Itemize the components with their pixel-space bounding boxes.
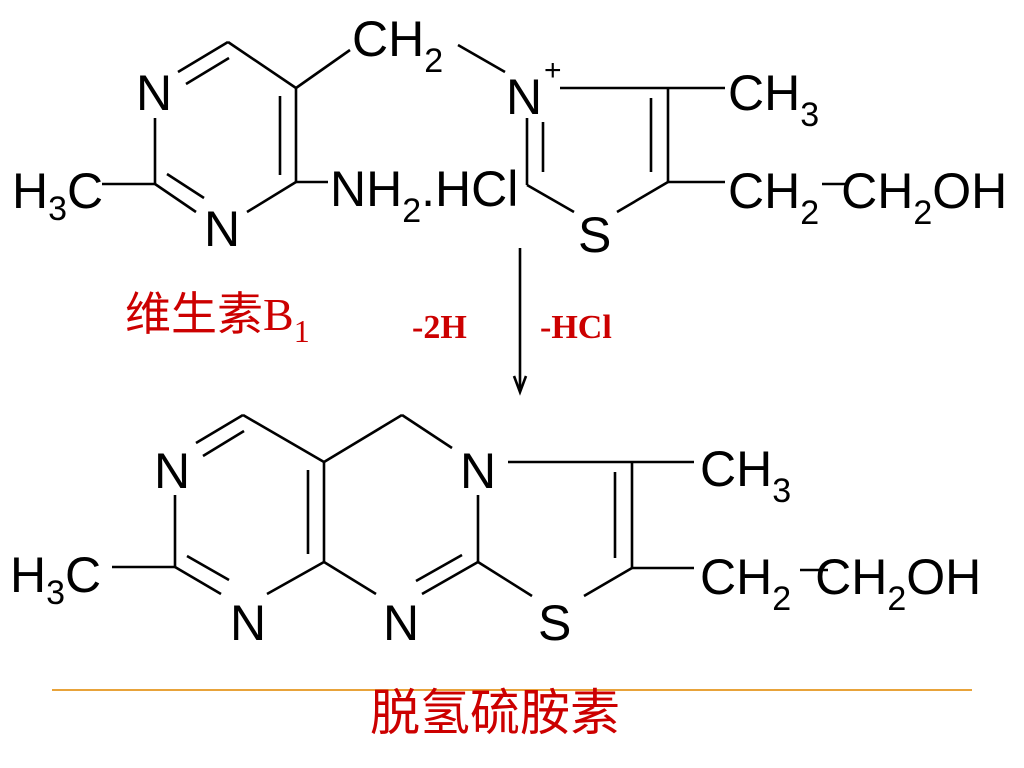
ring-s-bottom: S <box>538 595 571 651</box>
methyl-group-bottom-right: CH3 <box>700 441 791 510</box>
reaction-condition-right: -HCl <box>540 309 612 346</box>
methyl-group-top-right: CH3 <box>728 65 819 134</box>
product-title: 脱氢硫胺素 <box>370 684 620 742</box>
thiazolium-s: S <box>578 207 611 263</box>
reaction-condition-left: -2H <box>412 309 467 346</box>
ch2-bond-top <box>295 48 351 90</box>
methyl-group-top-left: H3C <box>12 163 103 228</box>
thiazolium-n: N <box>506 69 542 125</box>
thiazolium-charge: + <box>544 54 562 87</box>
reaction-arrow <box>512 248 528 396</box>
vitamin-b1-label: 维生素B1 <box>125 287 310 349</box>
ring-n-bottom-left: N <box>230 595 266 651</box>
pyrimidine-n-bottom: N <box>204 201 240 257</box>
ring-n-bottom-middle: N <box>383 595 419 651</box>
ring-n-bridge: N <box>460 443 496 499</box>
ring-n-top-left: N <box>154 443 190 499</box>
amine-hcl: NH2.HCl <box>330 161 518 230</box>
pyrimidine-ring-bonds <box>153 40 298 214</box>
ch2-link-top: CH2 <box>352 11 443 80</box>
methyl-group-bottom-left: H3C <box>10 547 101 612</box>
tricyclic-ring-bonds <box>173 413 634 598</box>
thiazolium-ring-bonds <box>457 43 670 214</box>
pyrimidine-n-top: N <box>136 65 172 121</box>
